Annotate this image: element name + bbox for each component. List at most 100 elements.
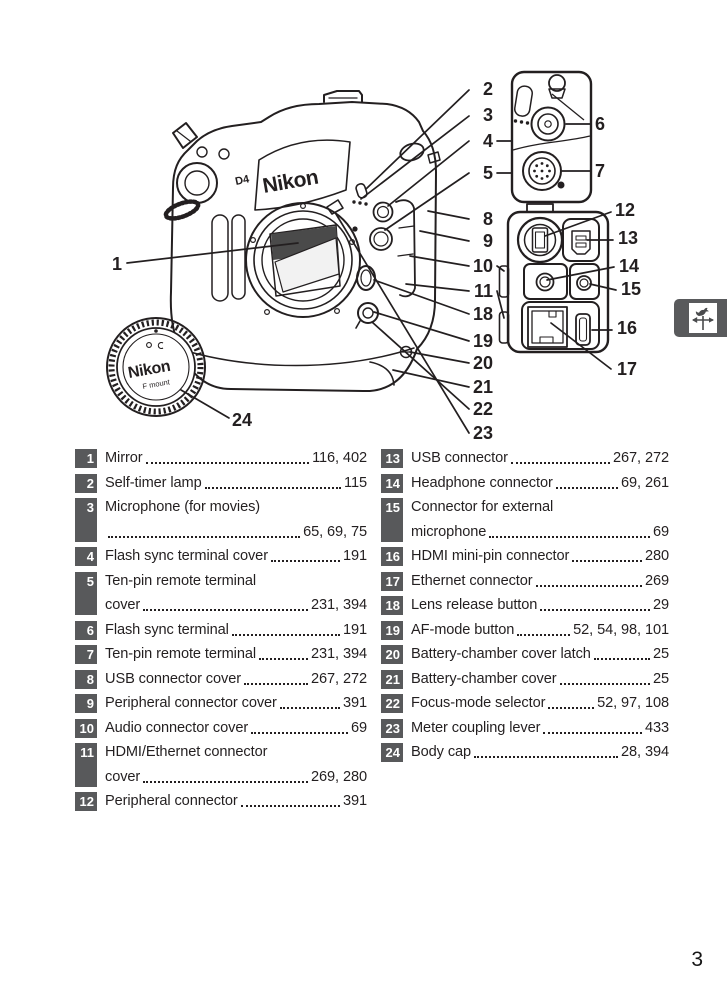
- legend-text2: cover: [105, 768, 141, 785]
- legend-line1: USB connector 267, 272: [411, 449, 669, 468]
- legend-entry: Ethernet connector 269: [411, 572, 669, 591]
- legend-item: 14 Headphone connector 69, 261: [381, 473, 669, 493]
- callout-12: 12: [615, 200, 635, 220]
- legend-line1: Connector for external: [411, 498, 669, 517]
- legend-page-refs: 267, 272: [310, 670, 367, 687]
- legend-page-refs: 29: [652, 597, 669, 613]
- legend-line2: microphone 69: [411, 523, 669, 542]
- legend-page-refs: 231, 394: [310, 646, 367, 662]
- legend-line1: Lens release button 29: [411, 596, 669, 615]
- page-number: 3: [691, 948, 703, 971]
- legend-number-badge: 10: [75, 718, 97, 738]
- callout-11: 11: [474, 281, 493, 301]
- legend-page-refs: 269, 280: [310, 768, 367, 785]
- legend-number-badge: 15: [381, 498, 403, 542]
- legend-item: 17 Ethernet connector 269: [381, 571, 669, 591]
- legend-line1: AF-mode button 52, 54, 98, 101: [411, 621, 669, 640]
- weathervane-icon: [692, 307, 714, 330]
- legend-number-badge: 9: [75, 694, 97, 713]
- legend-text: USB connector: [411, 450, 508, 466]
- legend-dot-leader: [270, 560, 340, 562]
- legend-item: 20 Battery-chamber cover latch 25: [381, 645, 669, 664]
- legend-dot-leader: [489, 535, 650, 538]
- battery-chamber-cover-edge: [369, 361, 395, 386]
- legend-page-refs: 69, 261: [621, 474, 669, 491]
- callout-14: 14: [619, 256, 639, 276]
- legend-text: Focus-mode selector: [411, 695, 546, 711]
- legend-page-refs: 52, 54, 98, 101: [573, 621, 669, 638]
- legend-page-refs: 231, 394: [310, 597, 367, 613]
- legend-entry: USB connector cover 267, 272: [105, 670, 367, 689]
- external-mic-connector-detail: [569, 263, 600, 300]
- legend-number-badge: 3: [75, 498, 97, 542]
- legend-item: 11 HDMI/Ethernet connector cover 269, 28…: [75, 743, 367, 787]
- legend-entry: Ten-pin remote terminal cover 231, 394: [105, 572, 367, 616]
- legend-text2: microphone: [411, 523, 487, 540]
- legend-entry: Self-timer lamp 115: [105, 474, 367, 493]
- hdmi-connector-detail: [575, 313, 591, 346]
- legend-text: HDMI mini-pin connector: [411, 548, 570, 564]
- legend-number-badge: 4: [75, 547, 97, 566]
- legend-item: 12 Peripheral connector 391: [75, 792, 367, 811]
- legend-text: Flash sync terminal: [105, 621, 229, 638]
- legend-text: HDMI/Ethernet connector: [105, 744, 268, 760]
- callout-8: 8: [483, 209, 493, 229]
- legend-line1: Audio connector cover 69: [105, 719, 367, 738]
- legend-entry: Body cap 28, 394: [411, 743, 669, 762]
- legend-dot-leader: [517, 633, 571, 636]
- legend-dot-leader: [555, 486, 618, 489]
- callout-21: 21: [473, 377, 493, 397]
- legend-dot-leader: [474, 756, 618, 758]
- strap-lug-right: [427, 151, 441, 164]
- legend-text: Microphone (for movies): [105, 499, 261, 515]
- legend-line1: Flash sync terminal cover 191: [105, 547, 367, 566]
- legend-text: Flash sync terminal cover: [105, 548, 268, 564]
- legend-number-badge: 8: [75, 669, 97, 689]
- mirror-box: [269, 224, 341, 297]
- callout-24: 24: [232, 410, 252, 430]
- legend-number-badge: 6: [75, 620, 97, 640]
- camera-diagram: D4 Nikon Nikon F mount: [106, 70, 641, 443]
- legend-text: Ethernet connector: [411, 572, 533, 589]
- legend-text: Headphone connector: [411, 474, 553, 491]
- body-cap-illustration: Nikon F mount: [106, 317, 206, 417]
- legend-item: 8 USB connector cover 267, 272: [75, 669, 367, 689]
- legend-entry: Battery-chamber cover latch 25: [411, 645, 669, 664]
- legend-line2: cover 269, 280: [105, 768, 367, 787]
- legend-entry: USB connector 267, 272: [411, 449, 669, 468]
- legend-entry: Flash sync terminal cover 191: [105, 547, 367, 566]
- legend-item: 2 Self-timer lamp 115: [75, 473, 367, 493]
- legend-number-badge: 19: [381, 620, 403, 640]
- legend-line1: Microphone (for movies): [105, 498, 367, 517]
- callout-19: 19: [473, 331, 493, 351]
- legend-dot-leader: [548, 707, 595, 709]
- legend-line1: Ten-pin remote terminal 231, 394: [105, 645, 367, 664]
- legend-entry: Audio connector cover 69: [105, 719, 367, 738]
- legend-item: 23 Meter coupling lever 433: [381, 718, 669, 738]
- legend-text: Peripheral connector cover: [105, 695, 277, 711]
- legend-page-refs: 28, 394: [621, 744, 669, 760]
- legend-line1: Focus-mode selector 52, 97, 108: [411, 694, 669, 713]
- legend-number-badge: 2: [75, 473, 97, 493]
- callout-2: 2: [483, 79, 493, 99]
- legend-line2: cover 231, 394: [105, 596, 367, 615]
- legend-item: 16 HDMI mini-pin connector 280: [381, 547, 669, 566]
- legend-number-badge: 21: [381, 669, 403, 689]
- ten-pin-terminal-detail: [522, 151, 562, 191]
- callout-20: 20: [473, 353, 493, 373]
- terminal-inset-panel: [510, 70, 593, 204]
- legend-number-badge: 11: [75, 743, 97, 787]
- legend-column-right: 13 USB connector 267, 272 14 Headphone c…: [381, 449, 669, 817]
- legend-text: Ten-pin remote terminal: [105, 646, 256, 662]
- legend-text: Body cap: [411, 744, 472, 760]
- legend-line1: Self-timer lamp 115: [105, 474, 367, 493]
- callout-13: 13: [618, 228, 638, 248]
- legend-number-badge: 24: [381, 743, 403, 762]
- legend-text: Self-timer lamp: [105, 474, 202, 491]
- legend-dot-leader: [259, 658, 308, 660]
- legend-page-refs: 391: [342, 695, 367, 711]
- headphone-connector-detail: [523, 263, 568, 300]
- legend-entry: Microphone (for movies) 65, 69, 75: [105, 498, 367, 542]
- legend-item: 10 Audio connector cover 69: [75, 718, 367, 738]
- legend-line1: Battery-chamber cover latch 25: [411, 645, 669, 664]
